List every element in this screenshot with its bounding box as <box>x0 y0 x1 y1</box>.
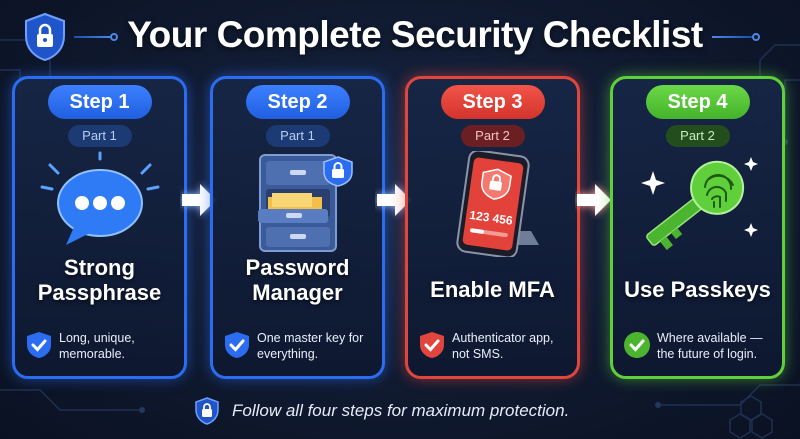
step-badge: Step 1 <box>47 85 152 119</box>
description-row: Long, unique, memorable. <box>25 327 180 369</box>
step-badge: Step 4 <box>645 85 750 119</box>
step-badge: Step 3 <box>440 85 545 119</box>
step-card-2: Step 2 Part 1 Password Manager One maste… <box>210 76 385 379</box>
description-row: One master key for everything. <box>223 327 378 369</box>
description-row: Authenticator app, not SMS. <box>418 327 573 369</box>
description-row: Where available — the future of login. <box>623 327 778 369</box>
shield-lock-icon <box>195 397 219 425</box>
footer: Follow all four steps for maximum protec… <box>0 396 800 426</box>
header-decor-dot-left <box>110 33 118 41</box>
part-badge: Part 1 <box>67 125 132 147</box>
arrow-right-icon <box>577 184 611 216</box>
page-title: Your Complete Security Checklist <box>127 14 703 55</box>
illustration <box>213 151 382 257</box>
step-card-4: Step 4 Part 2 Use Passkeys <box>610 76 785 379</box>
card-description: Authenticator app, not SMS. <box>452 331 554 361</box>
card-description: Where available — the future of login. <box>657 331 763 361</box>
illustration: 123 456 <box>408 151 577 257</box>
phone-lock-icon: 123 456 <box>455 151 539 257</box>
card-title: Strong Passphrase <box>37 255 162 305</box>
step-badge: Step 2 <box>245 85 350 119</box>
check-icon <box>420 332 444 358</box>
step-card-1: Step 1 Part 1 Strong Passphrase Long, un… <box>12 76 187 379</box>
check-icon <box>624 332 650 358</box>
footer-text: Follow all four steps for maximum protec… <box>232 401 570 420</box>
header-decor-dot-right <box>752 33 760 41</box>
arrow-right-icon <box>377 184 411 216</box>
illustration <box>15 151 184 257</box>
part-badge: Part 1 <box>265 125 330 147</box>
card-title: Use Passkeys <box>624 277 771 302</box>
card-description: Long, unique, memorable. <box>59 331 135 361</box>
header-decor-line-right <box>712 36 752 38</box>
check-icon <box>225 332 249 358</box>
card-title: Enable MFA <box>430 277 555 302</box>
header-decor-line-left <box>74 36 112 38</box>
file-cabinet-icon <box>257 154 353 252</box>
illustration <box>613 151 782 257</box>
check-icon <box>27 332 51 358</box>
chat-bubble-icon <box>40 151 159 245</box>
step-card-3: Step 3 Part 2 123 456 Enable MFA Authent… <box>405 76 580 379</box>
part-badge: Part 2 <box>460 125 525 147</box>
fingerprint-key-icon <box>640 157 758 251</box>
card-title: Password Manager <box>245 255 350 305</box>
shield-lock-icon <box>25 12 65 62</box>
part-badge: Part 2 <box>665 125 730 147</box>
card-description: One master key for everything. <box>257 331 364 361</box>
header: Your Complete Security Checklist <box>0 8 800 64</box>
arrow-right-icon <box>182 184 216 216</box>
mfa-code: 123 456 <box>468 208 513 228</box>
